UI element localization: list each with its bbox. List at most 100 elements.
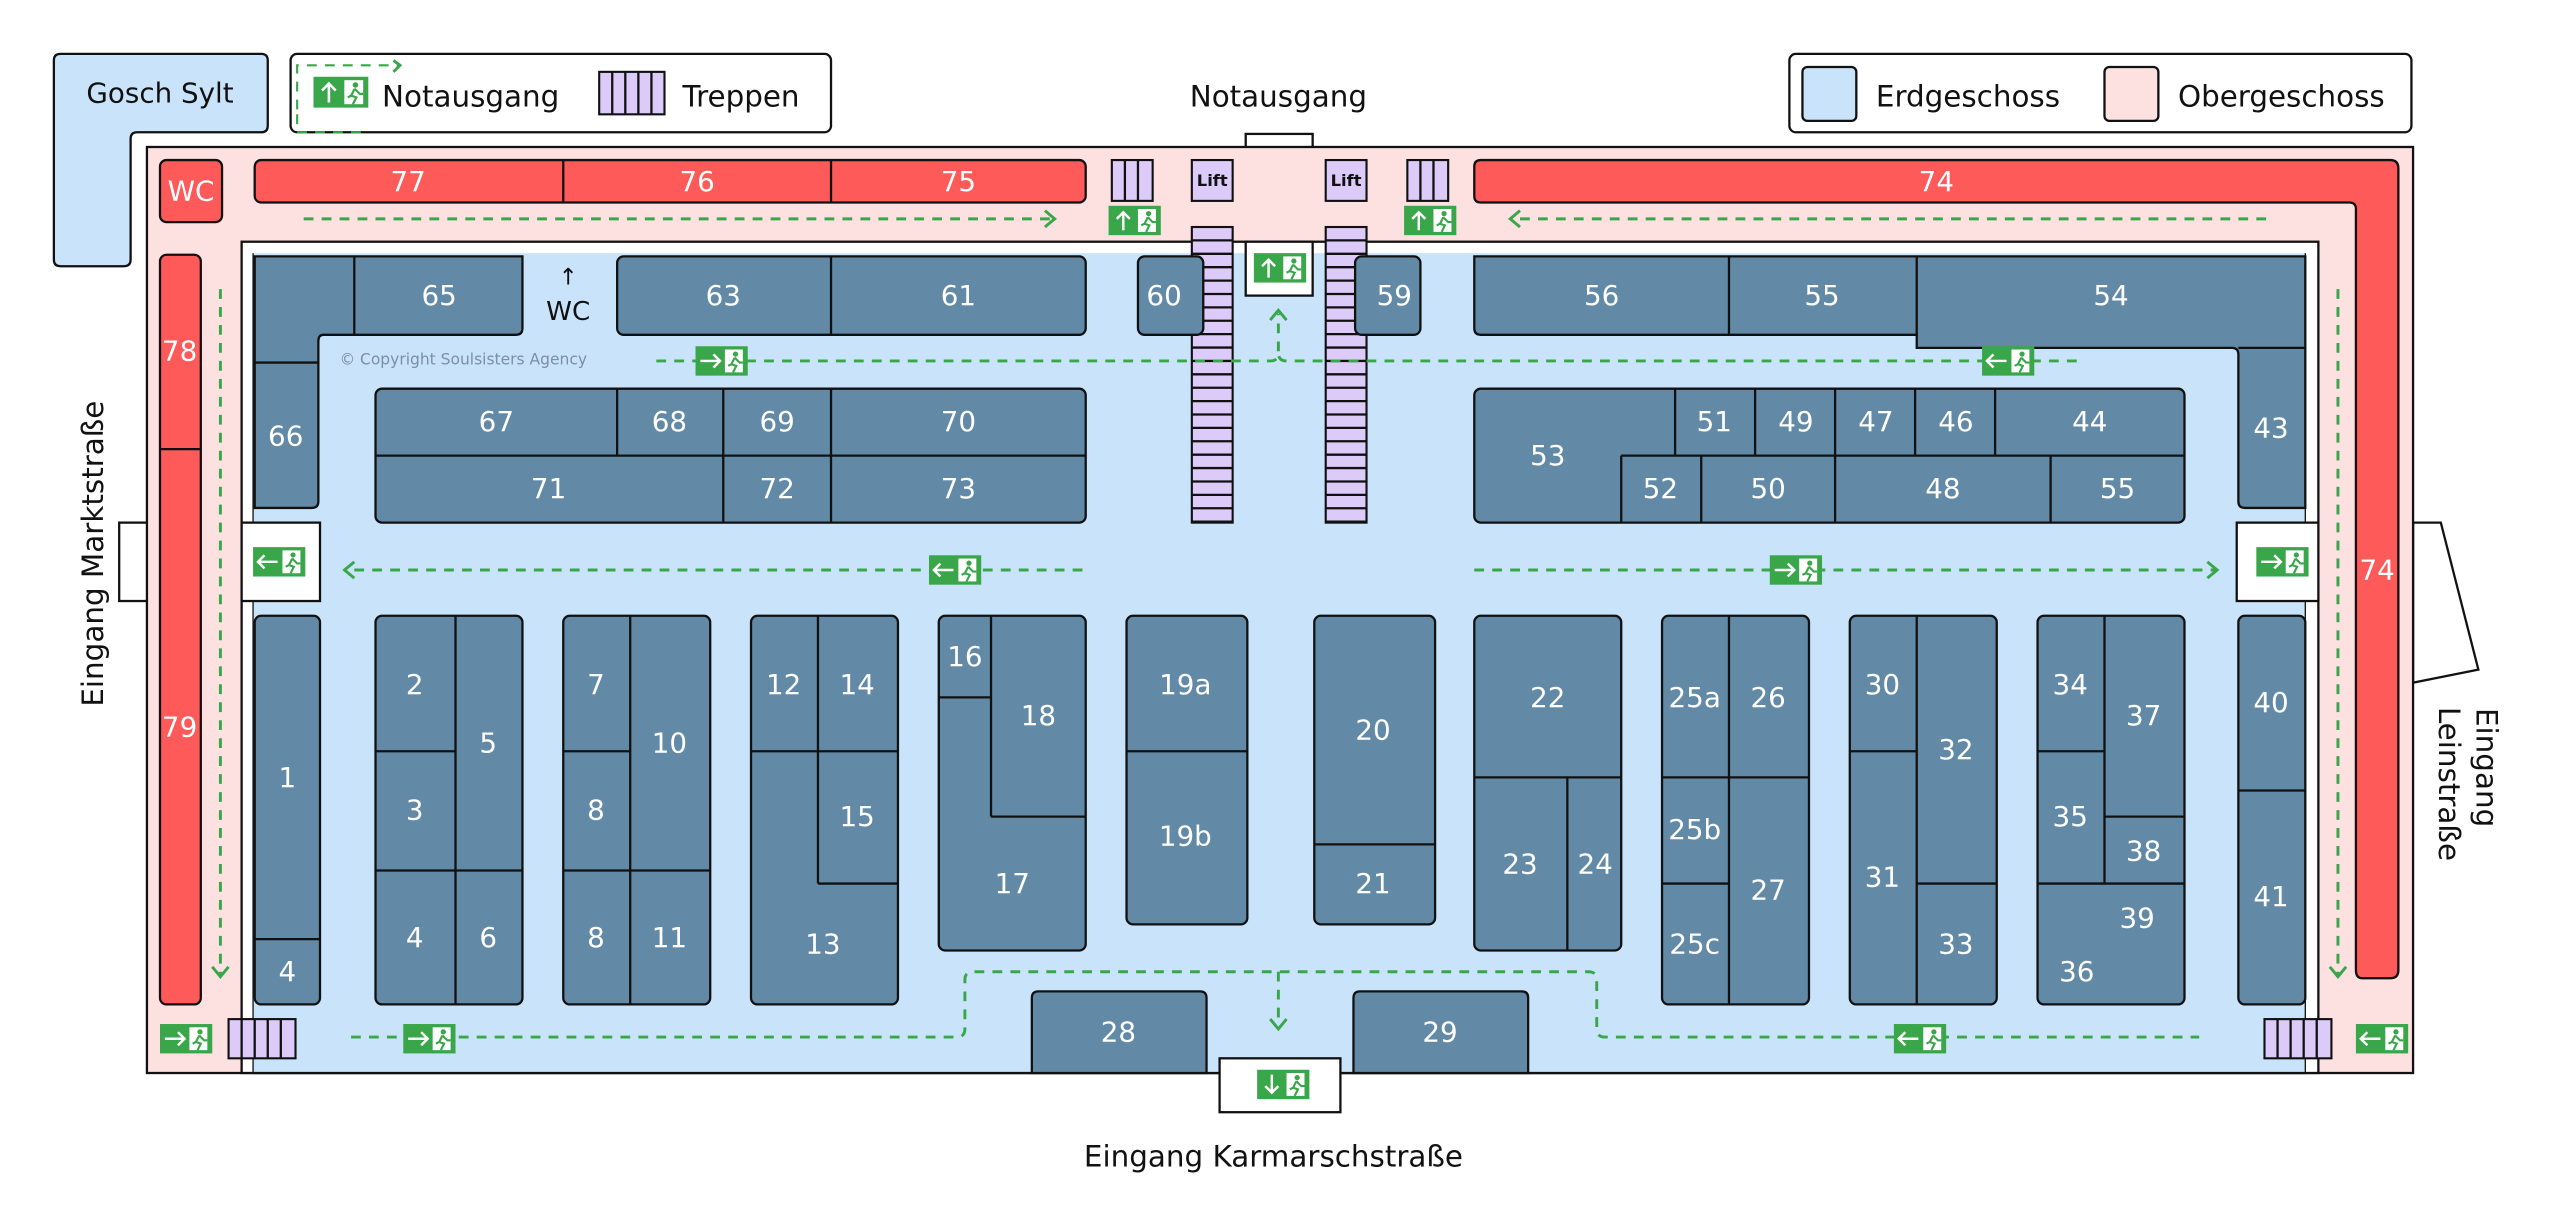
stand-75[interactable]: 75: [941, 165, 976, 198]
upper-stand-74[interactable]: [1473, 158, 2400, 980]
stand-72[interactable]: 72: [759, 472, 794, 505]
stand-27[interactable]: 27: [1751, 874, 1786, 907]
stand-44[interactable]: 44: [2072, 405, 2107, 438]
stand-8-upper[interactable]: 8: [587, 794, 605, 827]
lift-left[interactable]: [1190, 158, 1234, 202]
stand-18[interactable]: 18: [1021, 699, 1056, 732]
stand-41[interactable]: 41: [2253, 880, 2288, 913]
stand-29[interactable]: [1352, 990, 1530, 1075]
stand-63[interactable]: 63: [706, 279, 741, 312]
stand-19b[interactable]: 19b: [1159, 820, 1212, 853]
stand-7[interactable]: 7: [587, 668, 605, 701]
stand-50[interactable]: 50: [1751, 472, 1786, 505]
stand-55-top[interactable]: 55: [1804, 279, 1839, 312]
stand-46[interactable]: 46: [1938, 405, 1973, 438]
stand-65[interactable]: 65: [422, 279, 457, 312]
stand-49[interactable]: 49: [1778, 405, 1813, 438]
upper-wc[interactable]: [158, 158, 224, 224]
stand-4-left[interactable]: 4: [279, 955, 297, 988]
stand-66[interactable]: 66: [268, 420, 303, 453]
stand-block-63-61[interactable]: [616, 255, 1087, 336]
stand-40[interactable]: 40: [2253, 686, 2288, 719]
stand-74-top[interactable]: 74: [1919, 165, 1954, 198]
stand-25a[interactable]: 25a: [1669, 681, 1721, 714]
stand-34[interactable]: 34: [2053, 668, 2088, 701]
stand-71[interactable]: 71: [531, 472, 566, 505]
stand-22[interactable]: 22: [1530, 681, 1565, 714]
stand-51[interactable]: 51: [1697, 405, 1732, 438]
stand-74-side[interactable]: 74: [2359, 553, 2394, 586]
stand-47[interactable]: 47: [1858, 405, 1893, 438]
stand-block-1-4[interactable]: [253, 614, 322, 1006]
stand-32[interactable]: 32: [1938, 733, 1973, 766]
stand-4-right[interactable]: 4: [406, 921, 424, 954]
stand-67[interactable]: 67: [479, 405, 514, 438]
stand-2[interactable]: 2: [406, 668, 424, 701]
stand-block-25-27[interactable]: [1660, 614, 1811, 1006]
stand-14[interactable]: 14: [839, 668, 874, 701]
stand-78[interactable]: 78: [162, 335, 197, 368]
stand-25b[interactable]: 25b: [1668, 813, 1721, 846]
stand-68[interactable]: 68: [652, 405, 687, 438]
stand-24[interactable]: 24: [1577, 847, 1612, 880]
stand-25c[interactable]: 25c: [1669, 927, 1720, 960]
stand-block-56-54-43[interactable]: [1473, 255, 2307, 510]
stand-20[interactable]: 20: [1355, 714, 1390, 747]
stand-56[interactable]: 56: [1584, 279, 1619, 312]
stand-12[interactable]: 12: [766, 668, 801, 701]
stand-39[interactable]: 39: [2119, 901, 2154, 934]
stand-1[interactable]: 1: [279, 761, 297, 794]
stand-35[interactable]: 35: [2053, 800, 2088, 833]
stand-5[interactable]: 5: [479, 727, 497, 760]
stand-76[interactable]: 76: [679, 165, 714, 198]
stand-69[interactable]: 69: [759, 405, 794, 438]
stand-61[interactable]: 61: [941, 279, 976, 312]
wc-label[interactable]: WC: [546, 297, 590, 327]
stand-54[interactable]: 54: [2093, 279, 2128, 312]
stand-block-22-24[interactable]: [1473, 614, 1623, 952]
lift-right[interactable]: [1324, 158, 1368, 202]
stand-block-20-21[interactable]: [1313, 614, 1437, 926]
stand-52[interactable]: 52: [1643, 472, 1678, 505]
stand-33[interactable]: 33: [1938, 927, 1973, 960]
stand-30[interactable]: 30: [1865, 668, 1900, 701]
stand-59[interactable]: [1353, 255, 1422, 336]
stand-21[interactable]: 21: [1355, 867, 1390, 900]
upper-stand-row-top-left[interactable]: [253, 158, 1087, 204]
stand-43[interactable]: 43: [2253, 411, 2288, 444]
stand-37[interactable]: 37: [2126, 699, 2161, 732]
gosch-sylt-area[interactable]: [52, 52, 269, 268]
stand-block-19[interactable]: [1125, 614, 1249, 926]
stand-block-12-15[interactable]: [749, 614, 900, 1006]
stand-77[interactable]: 77: [391, 165, 426, 198]
stand-28[interactable]: [1030, 990, 1208, 1075]
stand-73[interactable]: 73: [941, 472, 976, 505]
stand-70[interactable]: 70: [941, 405, 976, 438]
stand-26[interactable]: 26: [1751, 681, 1786, 714]
stand-10[interactable]: 10: [652, 727, 687, 760]
stand-6[interactable]: 6: [479, 921, 497, 954]
stand-79[interactable]: 79: [162, 710, 197, 743]
stand-13[interactable]: 13: [805, 927, 840, 960]
stand-3[interactable]: 3: [406, 794, 424, 827]
stand-block-30-33[interactable]: [1848, 614, 1998, 1006]
stand-block-7-11[interactable]: [562, 614, 712, 1006]
stand-block-34-39[interactable]: [2036, 614, 2186, 1006]
upper-stand-column-left[interactable]: [158, 253, 202, 1006]
stand-block-2-6[interactable]: [374, 614, 524, 1006]
stand-23[interactable]: 23: [1502, 847, 1537, 880]
stand-11[interactable]: 11: [652, 921, 687, 954]
stand-36[interactable]: 36: [2059, 955, 2094, 988]
stand-19a[interactable]: 19a: [1159, 668, 1211, 701]
stand-8-lower[interactable]: 8: [587, 921, 605, 954]
stand-block-16-18[interactable]: [937, 614, 1087, 952]
stand-block-65-66[interactable]: [253, 255, 524, 510]
stand-15[interactable]: 15: [839, 800, 874, 833]
stand-block-40-41[interactable]: [2237, 614, 2307, 1006]
stand-48[interactable]: 48: [1925, 472, 1960, 505]
stand-60[interactable]: [1136, 255, 1205, 336]
stand-53[interactable]: 53: [1530, 439, 1565, 472]
stand-31[interactable]: 31: [1865, 861, 1900, 894]
stand-55-bottom[interactable]: 55: [2100, 472, 2135, 505]
stand-16[interactable]: 16: [947, 640, 982, 673]
